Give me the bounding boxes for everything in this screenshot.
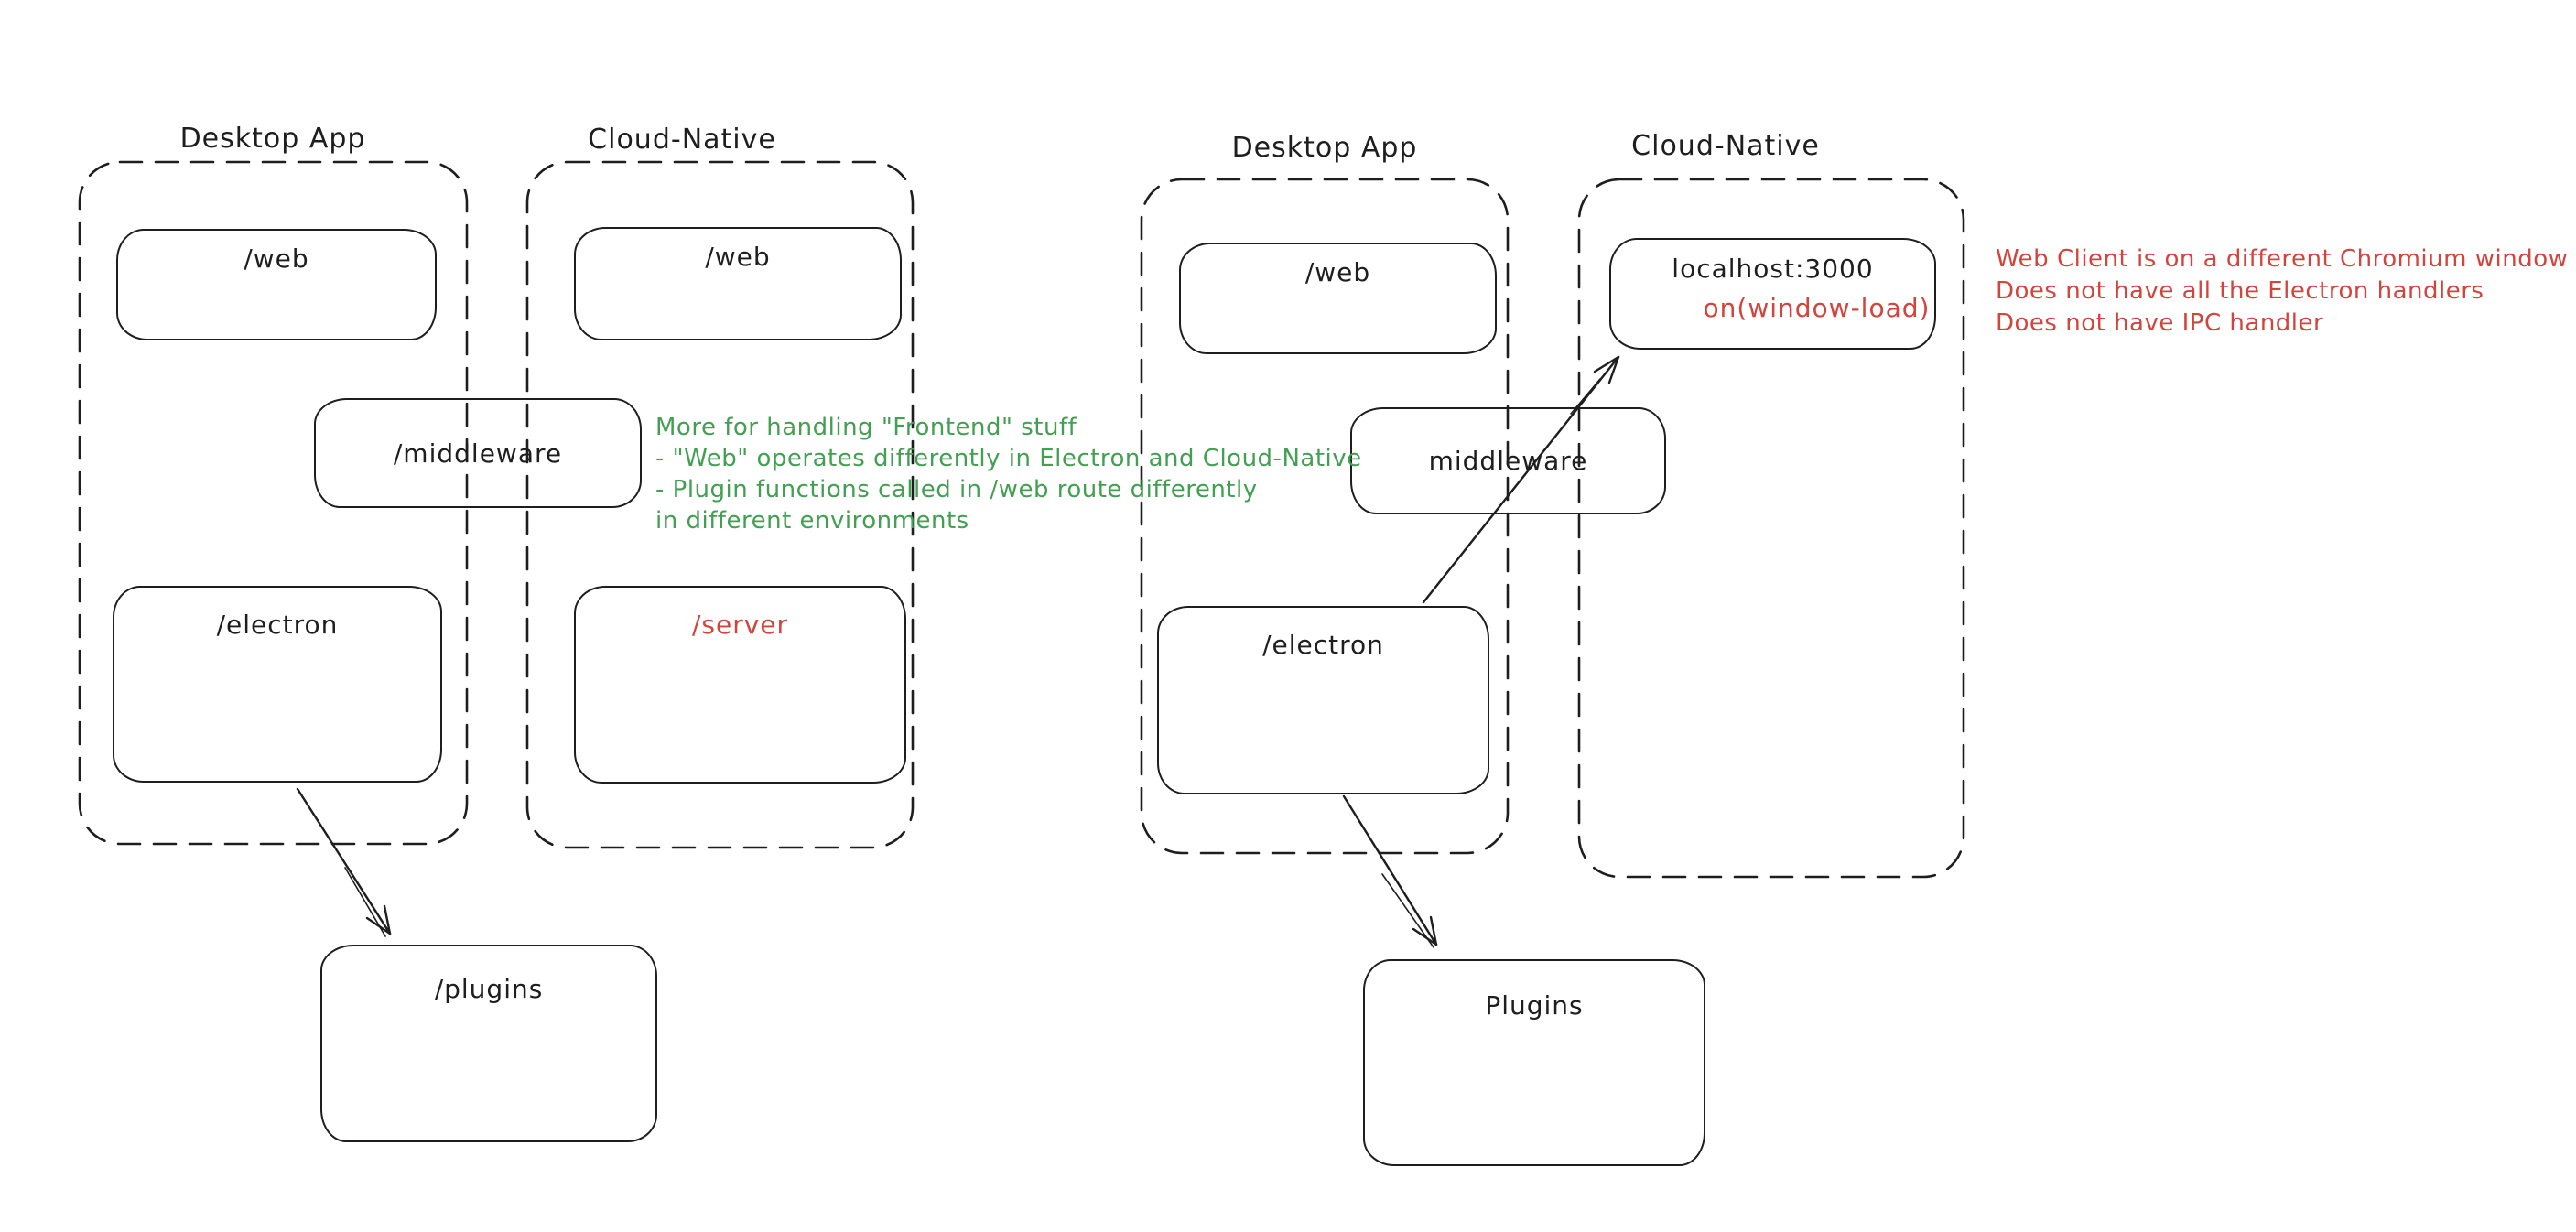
red-note-line3: Does not have IPC handler: [1996, 309, 2324, 337]
right-localhost-box[interactable]: localhost:3000 on(window-load): [1609, 238, 1936, 350]
right-middleware-label: middleware: [1428, 446, 1588, 476]
left-electron-label: /electron: [216, 610, 339, 640]
right-electron-box[interactable]: /electron: [1157, 606, 1489, 794]
right-localhost-label: localhost:3000: [1672, 254, 1874, 284]
left-web-cloud-label: /web: [705, 242, 771, 272]
right-web-desktop-label: /web: [1304, 257, 1371, 287]
left-server-box[interactable]: /server: [574, 586, 906, 784]
right-web-desktop-box[interactable]: /web: [1179, 243, 1497, 354]
right-middleware-box[interactable]: middleware: [1350, 407, 1666, 514]
green-note[interactable]: More for handling "Frontend" stuff - "We…: [655, 412, 1362, 536]
left-desktop-app-title: Desktop App: [179, 123, 366, 155]
arrow-electron-to-plugins-right[interactable]: [1342, 794, 1438, 948]
left-desktop-app-container[interactable]: [78, 160, 469, 846]
left-middleware-box[interactable]: /middleware: [314, 398, 642, 508]
left-server-label: /server: [691, 610, 789, 640]
left-cloud-native-title: Cloud-Native: [588, 124, 776, 156]
right-cloud-native-container[interactable]: [1577, 178, 1965, 879]
right-desktop-app-title: Desktop App: [1231, 132, 1418, 164]
green-note-line4: in different environments: [655, 507, 969, 535]
left-plugins-box[interactable]: /plugins: [320, 945, 657, 1142]
right-cloud-native-title: Cloud-Native: [1631, 130, 1820, 162]
right-plugins-label: Plugins: [1485, 990, 1584, 1021]
right-desktop-app-container[interactable]: [1140, 178, 1510, 855]
right-plugins-box[interactable]: Plugins: [1363, 959, 1705, 1166]
right-electron-label: /electron: [1262, 630, 1384, 660]
left-cloud-native-container[interactable]: [525, 160, 915, 849]
red-note-line2: Does not have all the Electron handlers: [1996, 277, 2484, 305]
left-web-desktop-label: /web: [244, 243, 309, 274]
green-note-line3: - Plugin functions called in /web route …: [655, 476, 1258, 503]
left-electron-box[interactable]: /electron: [113, 586, 442, 783]
left-web-cloud-box[interactable]: /web: [574, 227, 902, 340]
left-middleware-label: /middleware: [393, 438, 563, 469]
left-plugins-label: /plugins: [434, 974, 544, 1004]
red-note-line1: Web Client is on a different Chromium wi…: [1996, 245, 2569, 273]
green-note-line2: - "Web" operates differently in Electron…: [655, 445, 1362, 472]
arrow-electron-to-plugins-left[interactable]: [296, 787, 392, 937]
right-window-load-label: on(window-load): [1703, 293, 1931, 323]
red-note[interactable]: Web Client is on a different Chromium wi…: [1996, 243, 2568, 340]
left-web-desktop-box[interactable]: /web: [116, 229, 437, 340]
green-note-line1: More for handling "Frontend" stuff: [655, 414, 1077, 441]
